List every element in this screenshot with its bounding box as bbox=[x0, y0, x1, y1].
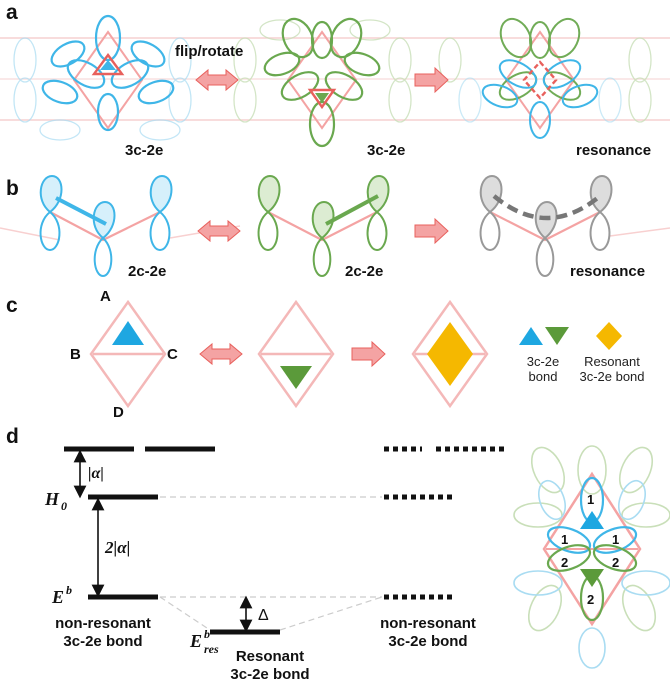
panel-c-legend: 3c-2e bond Resonant 3c-2e bond bbox=[519, 322, 645, 384]
gray-dashed-bond bbox=[492, 194, 602, 221]
orange-diamond bbox=[427, 322, 473, 386]
guide-lines bbox=[159, 496, 383, 631]
d-left-caption-1: non-resonant bbox=[55, 615, 151, 632]
H0-label: H 0 bbox=[44, 489, 67, 513]
site-C-label: C bbox=[167, 346, 178, 363]
panel-b-middle-bond bbox=[257, 174, 390, 278]
site-A-label: A bbox=[100, 288, 111, 305]
panel-b-right-resonance bbox=[479, 174, 613, 278]
panel-a-middle-caption: 3c-2e bbox=[367, 142, 405, 159]
panel-a-left-caption: 3c-2e bbox=[125, 142, 163, 159]
panel-d: d |α| 2|α| H 0 bbox=[6, 425, 670, 683]
blue-triangle bbox=[112, 321, 144, 345]
panel-a-middle-bond bbox=[263, 17, 381, 148]
svg-text:E: E bbox=[51, 587, 64, 607]
inset-num-3: 1 bbox=[612, 532, 619, 547]
legend-green-triangle bbox=[545, 327, 569, 345]
blue-orbital-lobes bbox=[41, 14, 175, 132]
panel-d-label: d bbox=[6, 425, 19, 448]
panel-c-right-diamond bbox=[411, 299, 489, 409]
legend-res-line2: 3c-2e bond bbox=[579, 369, 644, 384]
two-alpha-label: 2|α| bbox=[104, 538, 130, 557]
dotted-levels bbox=[384, 446, 507, 600]
flip-rotate-text: flip/rotate bbox=[175, 43, 243, 60]
legend-res-line1: Resonant bbox=[584, 354, 640, 369]
panel-c-middle-diamond bbox=[257, 299, 335, 409]
svg-text:E: E bbox=[189, 631, 202, 651]
inset-num-2: 1 bbox=[561, 532, 568, 547]
flip-rotate-arrow: flip/rotate bbox=[175, 43, 243, 92]
panel-c-left-diamond: A B C D bbox=[70, 288, 178, 421]
panel-d-inset: 1 1 1 2 2 2 bbox=[513, 445, 670, 669]
panel-c-label: c bbox=[6, 294, 18, 317]
d-right-caption-2: 3c-2e bond bbox=[388, 633, 467, 650]
panel-a-left-bond bbox=[41, 14, 175, 132]
svg-text:b: b bbox=[204, 627, 210, 641]
site-B-label: B bbox=[70, 346, 81, 363]
green-orbital-lobes bbox=[263, 17, 381, 148]
legend-3c2e-line1: 3c-2e bbox=[527, 354, 560, 369]
delta-label: Δ bbox=[258, 607, 269, 624]
inset-num-6: 2 bbox=[587, 592, 594, 607]
panel-a-arrow bbox=[414, 66, 449, 94]
d-mid-caption-2: 3c-2e bond bbox=[230, 666, 309, 683]
panel-a-background-orbitals bbox=[13, 19, 652, 141]
panel-c: c A B C D 3c-2e bbox=[6, 288, 645, 421]
panel-c-double-arrow bbox=[199, 342, 243, 366]
legend-blue-triangle bbox=[519, 327, 543, 345]
green-triangle-down bbox=[315, 93, 329, 103]
panel-a-right-resonance bbox=[481, 17, 599, 139]
panel-c-arrow bbox=[351, 340, 386, 368]
d-left-caption-2: 3c-2e bond bbox=[63, 633, 142, 650]
blue-triangle-up bbox=[100, 60, 116, 70]
panel-b-double-arrow bbox=[197, 219, 241, 243]
legend-3c2e-line2: bond bbox=[529, 369, 558, 384]
diamond-outline bbox=[286, 30, 358, 130]
panel-b-left-bond bbox=[39, 174, 173, 278]
inset-num-5: 2 bbox=[612, 555, 619, 570]
red-triangle-up bbox=[91, 52, 125, 76]
svg-text:res: res bbox=[204, 642, 219, 656]
alpha-label: |α| bbox=[88, 465, 104, 482]
panel-a: a bbox=[0, 1, 670, 159]
red-dashed-diamond bbox=[522, 60, 558, 100]
blue-bond-line bbox=[55, 196, 107, 226]
Eres-label: E b res bbox=[189, 627, 219, 656]
panel-b: b bbox=[0, 174, 670, 280]
svg-text:H: H bbox=[44, 489, 60, 509]
panel-b-label: b bbox=[6, 177, 19, 200]
inset-num-1: 1 bbox=[587, 492, 594, 507]
diamond-outline bbox=[72, 30, 144, 130]
diamond-outline bbox=[504, 30, 576, 130]
green-bond-line bbox=[325, 194, 379, 226]
panel-a-label: a bbox=[6, 1, 18, 24]
panel-b-middle-caption: 2c-2e bbox=[345, 263, 383, 280]
green-triangle bbox=[280, 366, 312, 389]
panel-b-arrow bbox=[414, 217, 449, 245]
Eb-label: E b bbox=[51, 583, 72, 607]
panel-a-right-caption: resonance bbox=[576, 142, 651, 159]
svg-text:b: b bbox=[66, 583, 72, 597]
inset-num-4: 2 bbox=[561, 555, 568, 570]
red-triangle-down bbox=[307, 88, 337, 110]
legend-orange-diamond bbox=[596, 322, 622, 350]
site-D-label: D bbox=[113, 404, 124, 421]
d-mid-caption-1: Resonant bbox=[236, 648, 304, 665]
svg-text:0: 0 bbox=[61, 499, 67, 513]
panel-b-left-caption: 2c-2e bbox=[128, 263, 166, 280]
panel-b-right-caption: resonance bbox=[570, 263, 645, 280]
d-right-caption-1: non-resonant bbox=[380, 615, 476, 632]
